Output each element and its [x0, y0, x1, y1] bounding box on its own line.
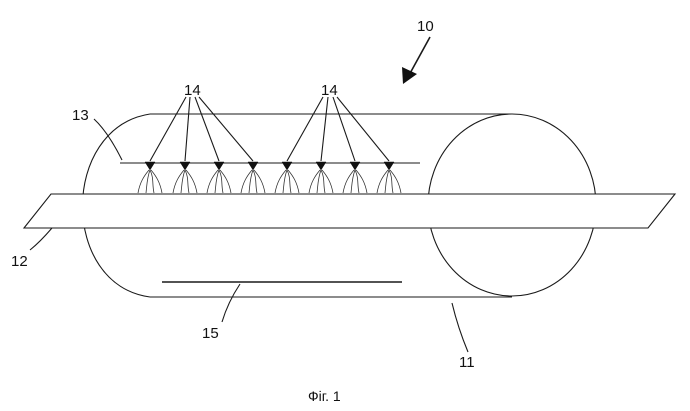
label-14-left: 14: [184, 82, 201, 99]
nozzle-icon: [281, 161, 293, 171]
leader-15: [221, 283, 241, 323]
spray-plume: [240, 169, 266, 194]
spray-plume: [137, 169, 163, 194]
nozzle-icon: [383, 161, 395, 171]
spray-plume: [274, 169, 300, 194]
nozzle-icon: [315, 161, 327, 171]
arrow-10: [402, 36, 431, 84]
nozzle-icon: [179, 161, 191, 171]
leader-11: [451, 302, 469, 353]
arrow-10-head: [402, 67, 417, 84]
nozzle-icon: [213, 161, 225, 171]
leader-14h: [336, 96, 390, 162]
leader-14a: [149, 96, 187, 162]
label-11: 11: [459, 354, 475, 371]
leader-14f: [320, 96, 329, 162]
label-13: 13: [72, 107, 89, 124]
spray-plume: [206, 169, 232, 194]
label-10: 10: [417, 18, 434, 35]
label-14-right: 14: [321, 82, 338, 99]
spray-plume: [342, 169, 368, 194]
leader-14e: [286, 96, 324, 162]
nozzle-icon: [247, 161, 259, 171]
web-strip-body: [22, 193, 677, 229]
leader-14b: [184, 96, 191, 162]
leader-lines: [29, 96, 469, 353]
nozzle-icon: [144, 161, 156, 171]
label-12: 12: [11, 253, 28, 270]
web-strip: [22, 193, 677, 229]
arrow-10-shaft: [407, 36, 431, 78]
spray-plume: [172, 169, 198, 194]
spray-plume: [308, 169, 334, 194]
leader-14g: [332, 96, 356, 162]
leader-12: [29, 227, 53, 251]
figure-caption: Фіг. 1: [308, 388, 341, 404]
label-15: 15: [202, 325, 219, 342]
leader-14c: [194, 96, 220, 162]
spray-plume: [376, 169, 402, 194]
nozzle-array: [137, 161, 402, 194]
leader-13: [93, 118, 123, 161]
nozzle-icon: [349, 161, 361, 171]
leader-14d: [198, 96, 254, 162]
